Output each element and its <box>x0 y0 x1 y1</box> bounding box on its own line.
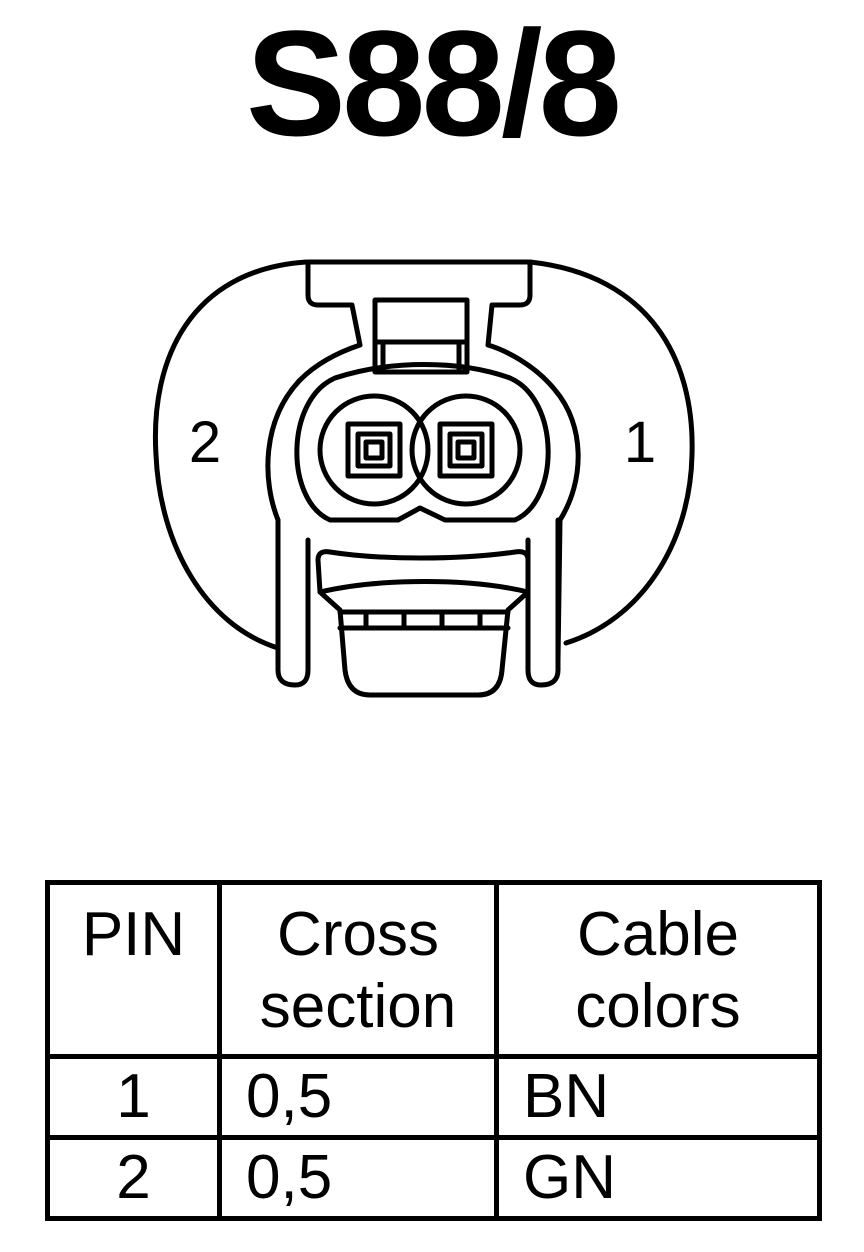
pin-cavity-1 <box>409 393 523 507</box>
header-pin: PIN <box>45 880 222 1059</box>
pin-label-right: 1 <box>624 410 656 475</box>
left-leg <box>275 517 311 688</box>
cell-cross-section: 0,5 <box>217 1054 499 1140</box>
cell-color: GN <box>494 1135 822 1221</box>
pin-terminal-1 <box>437 421 495 479</box>
cell-color: BN <box>494 1054 822 1140</box>
latch-window <box>372 297 470 375</box>
header-cable-colors: Cable colors <box>494 880 822 1059</box>
cell-cross-section: 0,5 <box>217 1135 499 1221</box>
table-header-row: PIN Cross section Cable colors <box>45 880 822 1059</box>
housing-outline <box>152 259 309 651</box>
housing-outline-right <box>527 259 695 646</box>
top-latch <box>265 259 581 663</box>
cell-pin: 1 <box>45 1054 222 1140</box>
connector-title: S88/8 <box>246 0 622 167</box>
pin-cavity-2 <box>317 393 431 507</box>
pin-terminal-2 <box>345 421 403 479</box>
pin-label-left: 2 <box>189 410 221 475</box>
pin-table: PIN Cross section Cable colors 1 0,5 BN … <box>45 880 822 1221</box>
bottom-clip <box>315 549 531 595</box>
table-row: 1 0,5 BN <box>45 1054 822 1140</box>
cell-pin: 2 <box>45 1135 222 1221</box>
right-leg <box>525 517 561 688</box>
table-row: 2 0,5 GN <box>45 1135 822 1221</box>
socket-frame <box>294 362 551 523</box>
connector-diagram: 2 1 <box>152 259 695 698</box>
header-cross-section: Cross section <box>217 880 499 1059</box>
